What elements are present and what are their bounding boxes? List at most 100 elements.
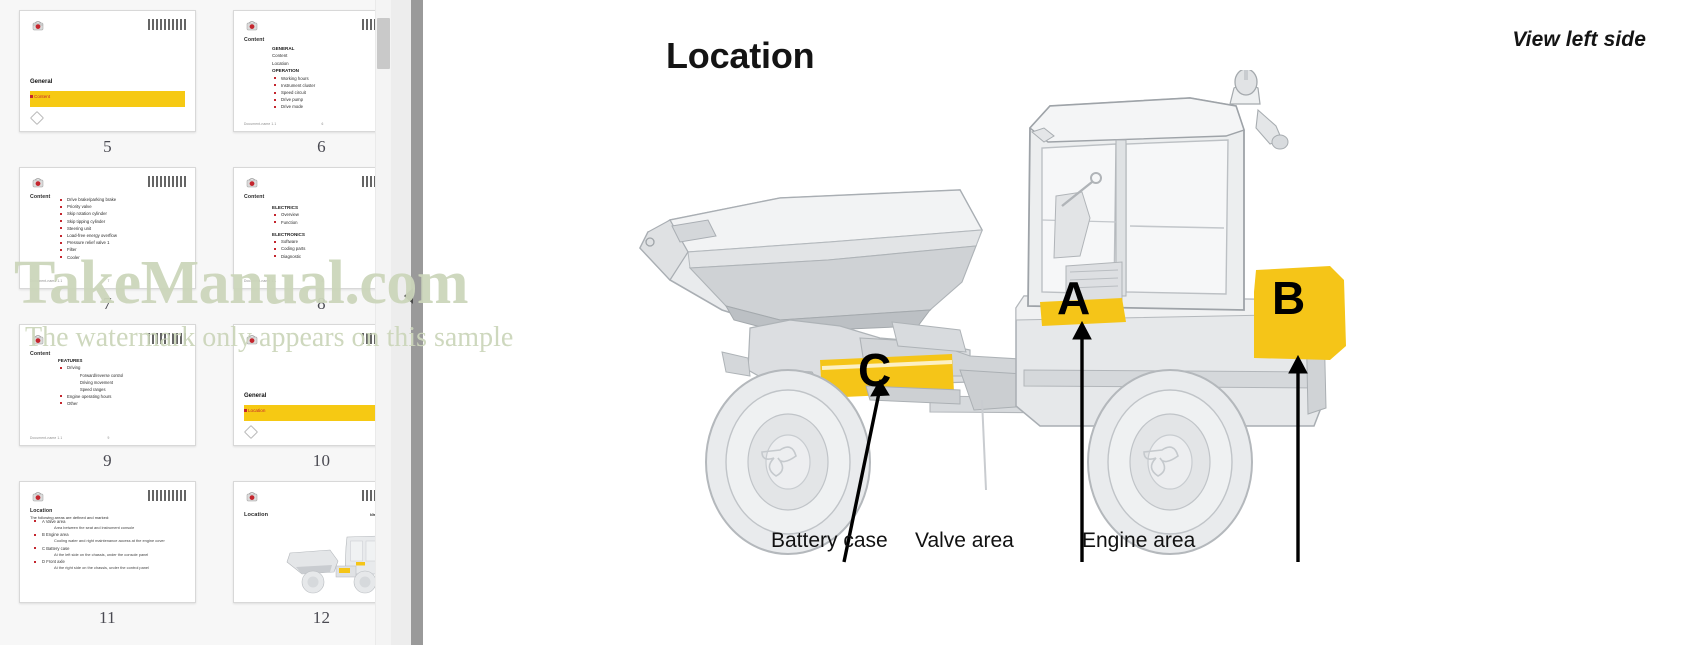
mini-footer: Document-name 1.1 [244,122,277,126]
mini-yellow-band: Content [29,91,185,107]
mini-diamond-shape [29,110,45,126]
thumbnail-page-7[interactable]: Content Drive brake/parking brake Priori… [19,167,196,289]
thumbnail-row: Content Drive brake/parking brake Priori… [0,167,440,314]
thumbnail-row: General Content 5 [0,10,440,157]
highlight-regions [820,266,1346,398]
toc-line: Pressure relief valve 1 [58,239,117,246]
thumbnail-cell[interactable]: General Content 5 [19,10,196,157]
toc-line: Overview [272,211,305,218]
sidebar-splitter[interactable] [404,0,440,645]
operator-cab [1027,70,1289,311]
collapse-sidebar-arrow-icon[interactable] [404,288,413,304]
toc-line: Skip rotation cylinder [58,210,117,217]
thumbnail-page-5[interactable]: General Content [19,10,196,132]
slide-canvas: Location View left side [440,0,1693,645]
skip-bucket [639,189,983,333]
thumbnail-row: Content FEATURES Driving Forward/reverse… [0,324,440,471]
brand-logo-icon [246,492,258,502]
thumbnail-page-number: 10 [312,451,331,470]
thumbnail-page-number: 9 [103,451,112,470]
mini-band-label: Location [243,407,266,413]
mini-heading: General [244,393,267,399]
toc-line: Content [272,53,288,59]
toc-line: Location [272,60,289,66]
leader-label-valve-area: Valve area [915,529,1014,552]
thumbnail-scrollbar-thumb[interactable] [377,18,390,69]
toc-line: Forward/reverse control [80,372,124,378]
toc-line: Filter [58,246,117,253]
page-title: Location [666,35,815,76]
wheels [705,369,1253,555]
brand-logo-icon [246,178,258,188]
body-line: Area between the seat and instrument con… [54,525,135,530]
thumbnail-page-number: 5 [103,137,112,156]
body-line: At the left side on the chassis, under t… [54,551,149,557]
toc-line: Load-free energy overflow [58,232,117,239]
brand-logo-icon [32,178,44,188]
thumbnail-page-number: 12 [312,608,331,627]
toc-line: Diagnostic [272,253,305,260]
toc-line: Driving movement [80,379,113,385]
callout-letters: A B C [858,272,1305,396]
mini-toc-list: ELECTRICS Overview Function ELECTRONICS … [272,204,305,260]
mini-footer: Document-name 1.1 [244,279,277,283]
thumbnail-page-11[interactable]: Location The following areas are defined… [19,481,196,603]
brand-logo-icon [32,492,44,502]
sidebar-gap-column [391,0,411,645]
thumbnail-cell[interactable]: Location The following areas are defined… [19,481,196,628]
thumbnail-page-number: 8 [317,294,326,313]
brand-wordmark [148,176,186,187]
toc-line: Drive brake/parking brake [58,196,117,203]
toc-line: Speed circuit [272,89,315,96]
thumbnail-grid: General Content 5 [0,0,440,638]
axle-linkage [721,321,987,491]
toc-line: FEATURES [58,358,83,363]
mini-slide-title: Location [244,512,269,518]
site-dumper-illustration: A B C [639,70,1346,563]
mini-footer-page: 7 [107,279,110,283]
leader-label-battery-case: Battery case [771,529,888,552]
thumbnail-cell[interactable]: Content FEATURES Driving Forward/reverse… [19,324,196,471]
toc-line: Driving [58,364,123,371]
thumbnail-scrollbar-track[interactable] [375,0,391,645]
brand-wordmark [148,333,186,344]
brand-logo-icon [246,21,258,31]
mini-footer-page: 6 [321,122,324,126]
thumbnail-page-9[interactable]: Content FEATURES Driving Forward/reverse… [19,324,196,446]
thumbnail-cell[interactable]: Content Drive brake/parking brake Priori… [19,167,196,314]
body-line: A Valve area [32,518,185,525]
mini-band-label: Content [29,93,51,99]
slide-subtitle: View left side [1512,28,1646,51]
leader-lines [842,320,1308,563]
thumbnail-page-number: 11 [99,608,116,627]
toc-line: Steering unit [58,225,117,232]
mini-slide-title: Content [30,351,51,357]
leader-label-engine-area: Engine area [1082,529,1196,552]
body-line: At the right side on the chassis, under … [54,565,149,571]
brand-logo-icon [32,335,44,345]
mini-lead-text: The following areas are defined and mark… [30,515,110,520]
mini-diamond-shape [243,424,259,440]
mini-footer-page: 8 [321,279,324,283]
toc-line: Other [58,400,123,407]
thumbnail-page-number: 6 [317,137,326,156]
brand-wordmark [148,490,186,501]
highlight-region-b [1254,266,1346,360]
toc-line: Software [272,238,305,245]
toc-line: ELECTRONICS [272,231,305,237]
brand-logo-icon [32,21,44,31]
toc-line: Function [272,219,305,226]
thumbnail-sidebar[interactable]: General Content 5 [0,0,440,645]
mini-toc-list: GENERAL Content Location OPERATION Worki… [272,45,315,111]
callout-letter-a: A [1057,272,1090,324]
toc-line: Speed ranges [80,386,106,392]
toc-line: Drive mode [272,103,315,110]
toc-line: Priority valve [58,203,117,210]
toc-line: OPERATION [272,68,299,74]
mini-footer: Document-name 1.1 [30,279,63,283]
splitter-bar[interactable] [404,0,423,645]
mini-slide-title: Content [244,37,265,43]
toc-line: Working hours [272,75,315,82]
body-line: B Engine area [32,531,185,538]
